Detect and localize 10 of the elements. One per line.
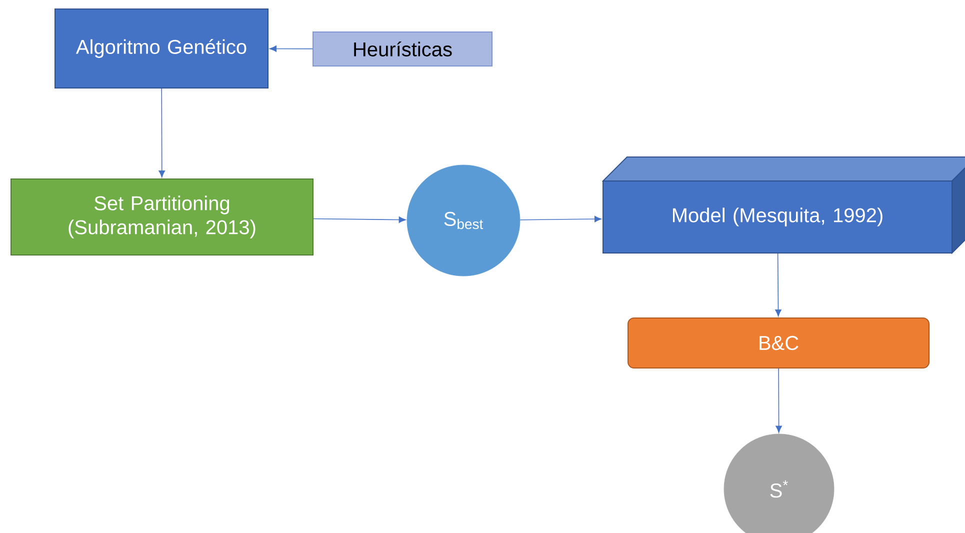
arrow (520, 216, 602, 222)
arrow (775, 253, 782, 316)
process-box: B&C (628, 318, 930, 368)
process-box: Set Partitioning (Subramanian, 2013) (10, 178, 314, 256)
process-box: Algoritmo Genético (54, 8, 268, 88)
arrow (158, 88, 166, 178)
arrow (270, 46, 313, 52)
arrow (776, 368, 782, 433)
process-box: Heurísticas (312, 32, 492, 66)
arrow (313, 216, 406, 223)
